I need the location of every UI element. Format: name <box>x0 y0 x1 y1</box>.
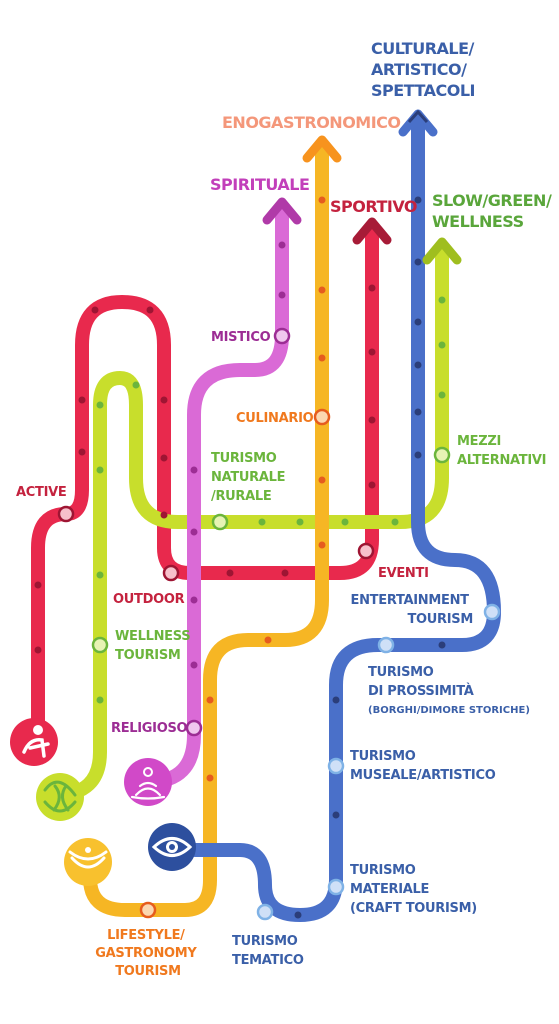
station-tematico <box>256 903 274 921</box>
track-dots-red <box>34 284 376 654</box>
station-lifestyle <box>139 901 157 919</box>
arrow-culturale <box>398 109 438 137</box>
station-materiale <box>327 878 345 896</box>
track-dots-enogastronomico <box>206 196 326 782</box>
track-dots-culturale <box>294 196 446 919</box>
destination-sportivo: SPORTIVO <box>330 197 417 216</box>
destination-slow: SLOW/GREEN/ WELLNESS <box>432 191 556 231</box>
station-museale <box>327 757 345 775</box>
station-culinario <box>313 408 331 426</box>
label-turismo-naturale: TURISMO NATURALE /RURALE <box>211 451 289 504</box>
lifestyle-icon <box>64 838 112 886</box>
station-prossimita <box>377 636 395 654</box>
line-spirituale <box>141 205 289 789</box>
label-eventi: EVENTI <box>378 566 429 581</box>
station-entertainment <box>483 603 501 621</box>
station-turismo-naturale <box>211 513 229 531</box>
station-active <box>57 505 75 523</box>
station-religioso <box>185 719 203 737</box>
station-mezzi-alternativi <box>433 446 451 464</box>
label-culinario: CULINARIO <box>236 411 314 426</box>
arrow-enogastronomico <box>302 135 342 163</box>
label-prossimita: TURISMO DI PROSSIMITÀ <box>368 665 474 699</box>
arrow-slow <box>422 237 462 265</box>
line-culturale <box>188 115 501 922</box>
destination-culturale: CULTURALE/ ARTISTICO/ SPETTACOLI <box>371 39 479 100</box>
label-mezzi-alternativi: MEZZI ALTERNATIVI <box>457 434 546 468</box>
station-wellness-tourism <box>91 636 109 654</box>
destination-enogastronomico: ENOGASTRONOMICO <box>222 113 401 132</box>
track-dots-slow <box>96 296 446 704</box>
label-prossimita-sub: (BORGHI/DIMORE STORICHE) <box>368 705 530 716</box>
station-mistico <box>273 327 291 345</box>
label-religioso: RELIGIOSO <box>111 721 188 736</box>
active-icon <box>10 718 58 766</box>
station-eventi <box>357 542 375 560</box>
track-dots-spirituale <box>190 241 286 669</box>
line-enogastronomico <box>83 143 329 917</box>
station-outdoor <box>162 564 180 582</box>
label-entertainment: ENTERTAINMENT TOURISM <box>351 593 473 627</box>
label-lifestyle: LIFESTYLE/ GASTRONOMY TOURISM <box>95 928 201 979</box>
meditation-icon <box>124 758 172 806</box>
label-outdoor: OUTDOOR <box>113 592 185 607</box>
arrow-sportivo <box>352 217 392 245</box>
destination-spirituale: SPIRITUALE <box>210 175 309 194</box>
label-active: ACTIVE <box>16 485 66 500</box>
label-wellness-tourism: WELLNESS TOURISM <box>115 629 195 663</box>
eye-icon <box>148 823 196 871</box>
label-museale: TURISMO MUSEALE/ARTISTICO <box>350 749 496 783</box>
label-tematico: TURISMO TEMATICO <box>232 934 304 968</box>
wellness-icon <box>36 773 84 821</box>
label-materiale: TURISMO MATERIALE (CRAFT TOURISM) <box>350 863 477 916</box>
label-mistico: MISTICO <box>211 330 271 345</box>
arrow-spirituale <box>262 197 302 225</box>
